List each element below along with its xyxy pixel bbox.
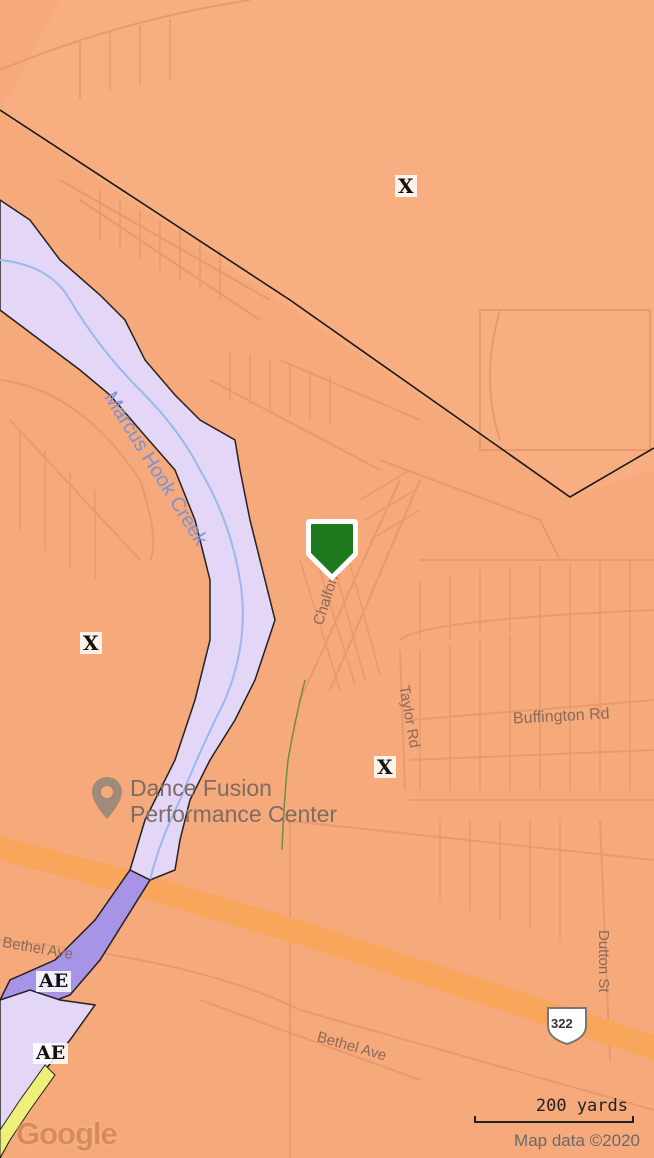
- parcel-lines: [19, 20, 631, 940]
- scale-bar: 200 yards: [474, 1096, 634, 1123]
- poi-name-line2: Performance Center: [130, 801, 338, 827]
- stream: [281, 679, 306, 851]
- boundary-line: [0, 109, 654, 498]
- google-logo[interactable]: Google: [16, 1116, 118, 1151]
- zone-label-x-right: X: [374, 756, 396, 778]
- poi-name-line1: Dance Fusion: [130, 775, 272, 801]
- creek-water-line: [0, 259, 244, 881]
- property-marker[interactable]: [302, 515, 362, 590]
- zone-label-x-left: X: [80, 632, 102, 654]
- scale-bar-line: [474, 1116, 634, 1123]
- flood-zone-shaded: [0, 1064, 56, 1158]
- zone-label-ae-2: AE: [33, 1043, 69, 1064]
- scale-label: 200 yards: [535, 1096, 628, 1116]
- map-attribution[interactable]: Map data ©2020: [514, 1131, 640, 1150]
- route-shield-number: 322: [551, 1016, 573, 1031]
- street-label-dutton: Dutton St: [595, 930, 612, 993]
- map-pin-icon: [306, 519, 358, 581]
- marker-fill: [311, 524, 353, 574]
- route-322-shield: [547, 1007, 587, 1046]
- zone-label-x-top: X: [395, 175, 417, 197]
- flood-zone-ae-creek: [0, 199, 276, 881]
- zone-label-ae-1: AE: [36, 971, 72, 992]
- poi-pin-icon: [92, 777, 122, 819]
- highway: [0, 836, 654, 1060]
